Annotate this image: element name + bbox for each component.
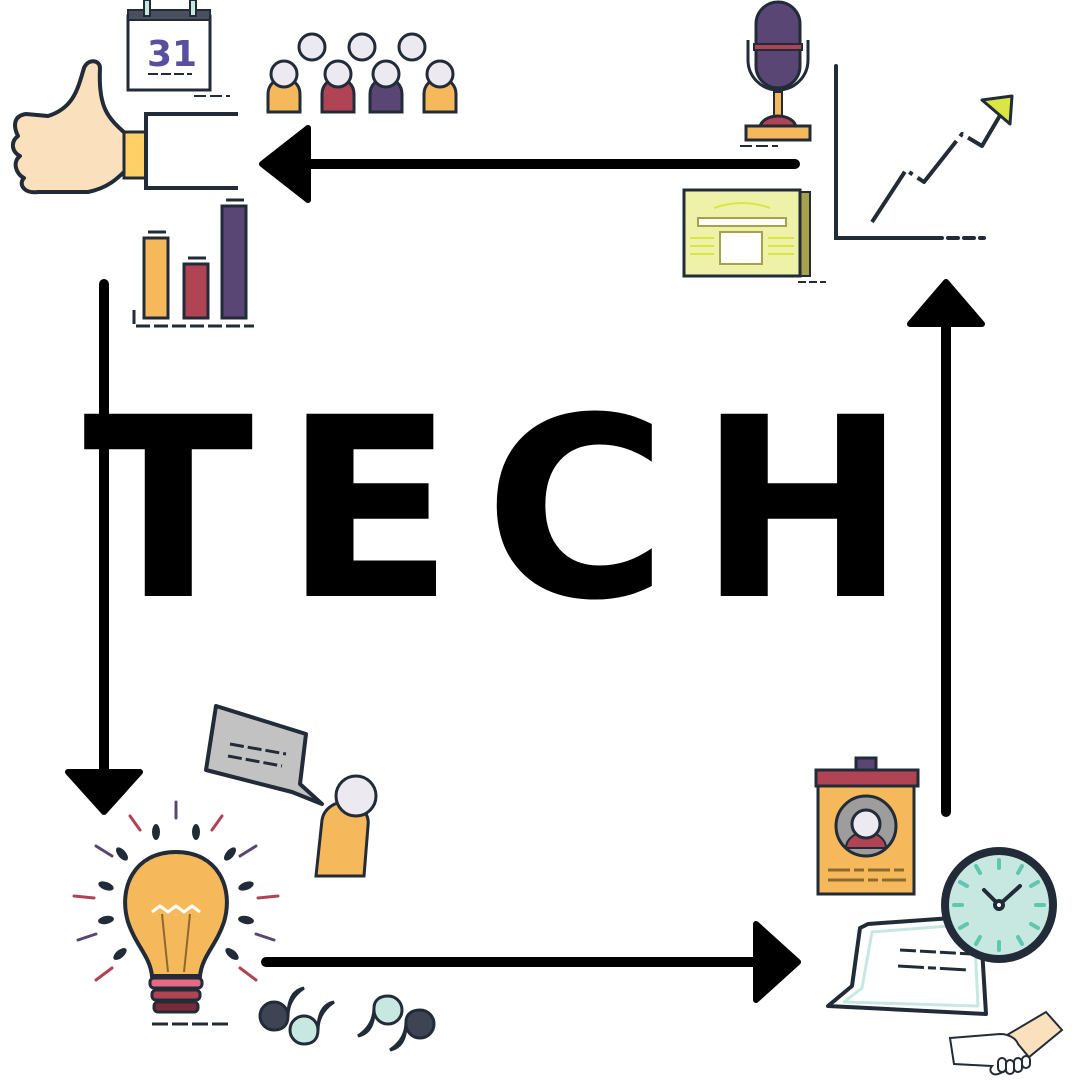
id-badge-icon <box>814 756 920 896</box>
calendar-day: 31 <box>146 34 198 75</box>
thumbs-up-icon <box>11 59 238 195</box>
tech-title: TECH <box>83 364 938 655</box>
newspaper-icon <box>682 188 826 283</box>
lightbulb-idea-icon <box>72 800 280 1026</box>
clock-icon <box>941 847 1057 963</box>
bar-chart-icon <box>132 198 254 328</box>
calendar-icon <box>126 0 230 97</box>
audience-icon <box>266 32 458 114</box>
handshake-icon <box>948 1010 1064 1076</box>
speaker-with-speech-bubble-icon <box>204 704 378 878</box>
microphone-icon <box>740 0 812 147</box>
growth-chart-icon <box>834 64 1014 240</box>
quotation-marks-icon <box>258 986 436 1052</box>
